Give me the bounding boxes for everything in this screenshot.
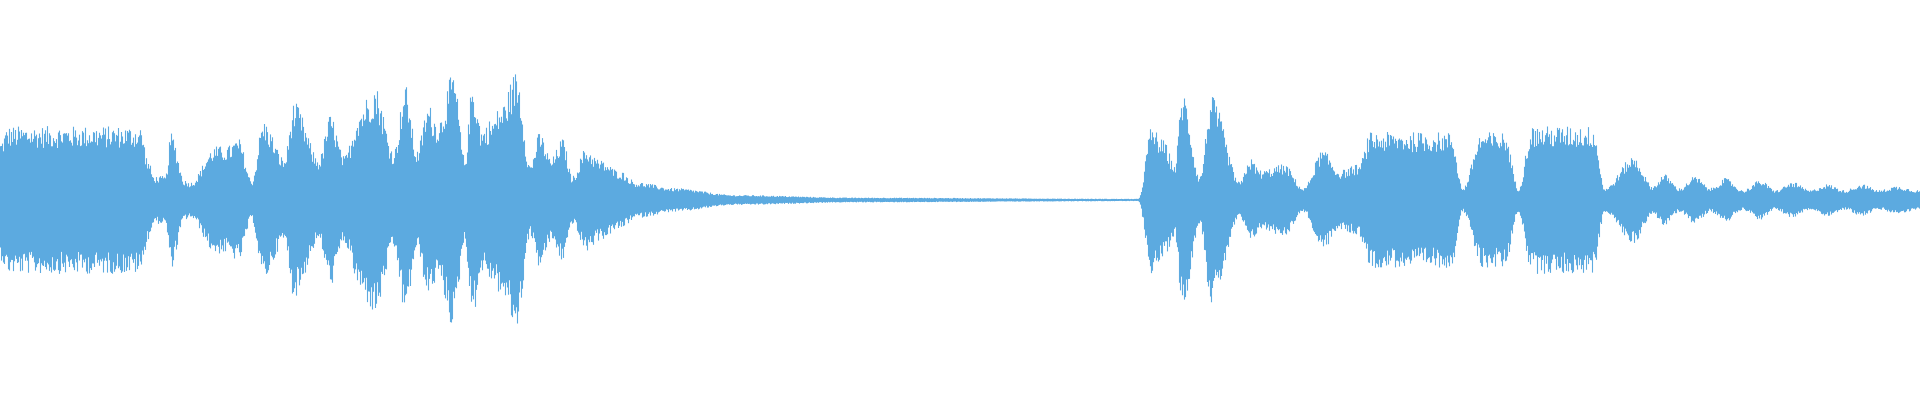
waveform-samples — [0, 74, 1920, 324]
